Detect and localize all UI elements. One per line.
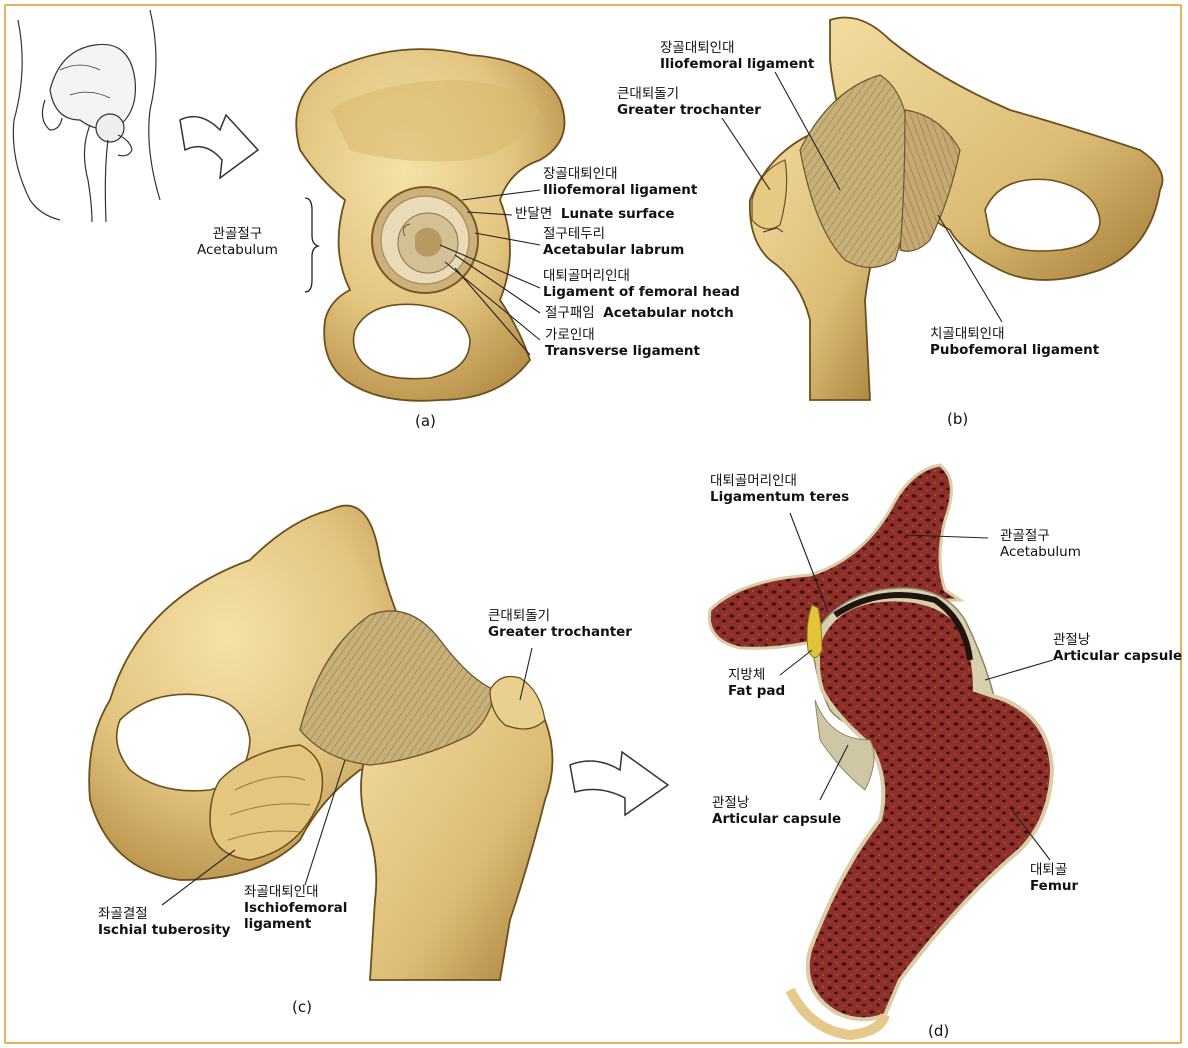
caption-a: (a) (415, 412, 436, 430)
label-femur: 대퇴골 Femur (1030, 862, 1078, 894)
arrow-icon (570, 752, 668, 815)
arrow-icon (180, 115, 258, 178)
label-acetabulum: 관골절구 Acetabulum (197, 226, 278, 258)
label-greater-trochanter-b: 큰대퇴돌기 Greater trochanter (617, 86, 761, 118)
caption-d: (d) (928, 1022, 949, 1040)
label-acetabulum-d: 관골절구 Acetabulum (1000, 528, 1081, 560)
label-iliofemoral-ligament: 장골대퇴인대 Iliofemoral ligament (543, 166, 697, 198)
label-acetabular-notch: 절구패임 Acetabular notch (545, 305, 734, 321)
label-iliofemoral-ligament-b: 장골대퇴인대 Iliofemoral ligament (660, 40, 814, 72)
label-articular-capsule-right: 관절낭 Articular capsule (1053, 632, 1182, 664)
acetabulum-brace (305, 198, 318, 292)
caption-b: (b) (947, 410, 968, 428)
label-pubofemoral-ligament: 치골대퇴인대 Pubofemoral ligament (930, 326, 1099, 358)
label-articular-capsule-left: 관절낭 Articular capsule (712, 795, 841, 827)
label-fat-pad: 지방체 Fat pad (728, 667, 785, 699)
label-ligament-femoral-head: 대퇴골머리인대 Ligament of femoral head (543, 268, 740, 300)
label-acetabular-labrum: 절구테두리 Acetabular labrum (543, 226, 684, 258)
label-ischial-tuberosity: 좌골결절 Ischial tuberosity (98, 906, 230, 938)
orientation-sketch (13, 10, 160, 222)
label-ischiofemoral-ligament: 좌골대퇴인대 Ischiofemoral ligament (244, 884, 347, 932)
label-ligamentum-teres: 대퇴골머리인대 Ligamentum teres (710, 473, 849, 505)
label-transverse-ligament: 가로인대 Transverse ligament (545, 327, 700, 359)
label-greater-trochanter-c: 큰대퇴돌기 Greater trochanter (488, 608, 632, 640)
caption-c: (c) (292, 998, 312, 1016)
label-lunate-surface: 반달면 Lunate surface (515, 206, 675, 222)
